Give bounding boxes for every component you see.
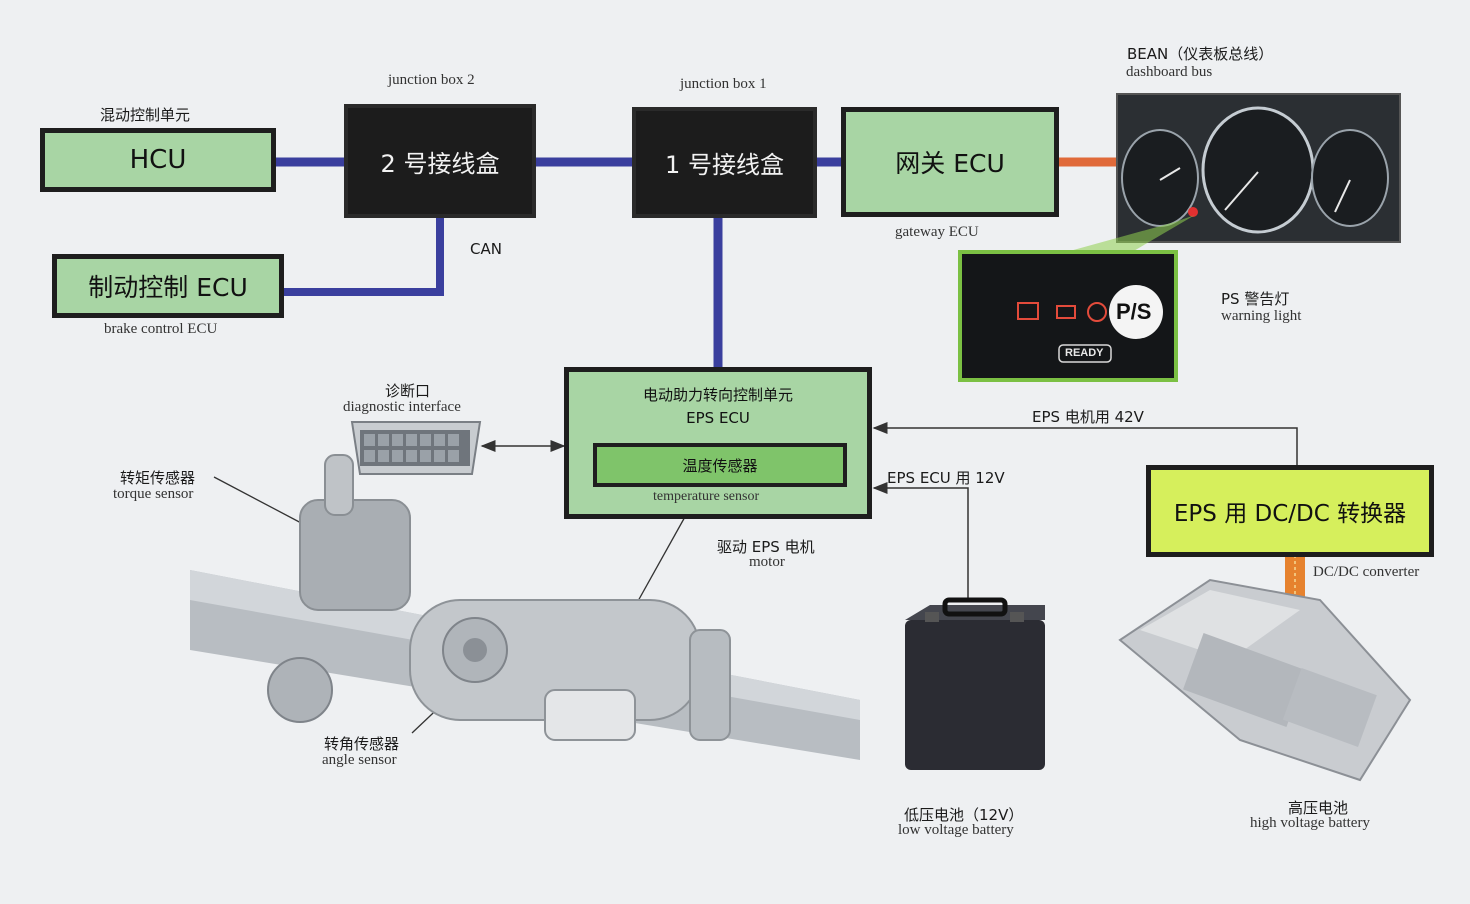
ps-label-en: warning light xyxy=(1221,308,1302,324)
junction-box-2: 2 号接线盒 xyxy=(344,104,536,218)
hv-battery-label-zh: 高压电池 xyxy=(1288,799,1349,817)
torque-label-zh: 转矩传感器 xyxy=(120,469,196,487)
arrow-12v xyxy=(872,482,969,602)
dcdc-converter-label: EPS 用 DC/DC 转换器 xyxy=(1173,501,1407,527)
can-line-j2-brake xyxy=(282,216,444,296)
hcu-box: HCU xyxy=(40,128,276,192)
gateway-ecu-label: 网关 ECU xyxy=(895,149,1005,178)
angle-label-zh: 转角传感器 xyxy=(324,735,400,753)
arrow-42v xyxy=(872,422,1298,467)
lv-battery-label-en: low voltage battery xyxy=(898,822,1014,838)
junction-box-1-label: 1 号接线盒 xyxy=(665,151,784,179)
dashboard-cluster-image xyxy=(1030,93,1401,262)
junction-box-1: 1 号接线盒 xyxy=(632,107,817,218)
diag-connector-image xyxy=(350,421,482,475)
ps-label-zh: PS 警告灯 xyxy=(1221,290,1290,308)
can-label: CAN xyxy=(470,240,502,258)
bean-label-zh: BEAN（仪表板总线） xyxy=(1127,45,1274,63)
diag-label-en: diagnostic interface xyxy=(343,399,461,415)
brake-ecu-box: 制动控制 ECU xyxy=(52,254,284,318)
low-voltage-battery-image xyxy=(905,597,1045,770)
junction1-label-en: junction box 1 xyxy=(680,76,767,92)
eps12-label: EPS ECU 用 12V xyxy=(887,469,1005,487)
eps-ecu-title-zh: 电动助力转向控制单元 xyxy=(642,386,793,404)
junction-box-2-label: 2 号接线盒 xyxy=(380,149,500,178)
hv-battery-label-en: high voltage battery xyxy=(1250,815,1370,831)
junction2-label-en: junction box 2 xyxy=(388,72,475,88)
steering-rack-image xyxy=(190,454,860,760)
brake-label-en: brake control ECU xyxy=(104,321,218,337)
dcdc-converter-box: EPS 用 DC/DC 转换器 xyxy=(1146,465,1434,557)
motor-label-en: motor xyxy=(749,554,785,570)
ps-symbol: P/S xyxy=(1116,299,1152,324)
angle-label-en: angle sensor xyxy=(322,752,397,768)
motor-label-zh: 驱动 EPS 电机 xyxy=(717,538,815,556)
ps-warning-zoom xyxy=(958,250,1178,382)
high-voltage-battery-image xyxy=(1118,578,1412,782)
hcu-label-zh: 混动控制单元 xyxy=(100,106,191,124)
torque-pointer xyxy=(213,476,306,526)
torque-label-en: torque sensor xyxy=(113,486,194,502)
eps42-label: EPS 电机用 42V xyxy=(1032,408,1144,426)
diag-label-zh: 诊断口 xyxy=(385,382,431,400)
temperature-sensor-label: 温度传感器 xyxy=(682,456,758,475)
eps-ecu-title-en: EPS ECU xyxy=(686,409,750,427)
hcu-box-label: HCU xyxy=(129,145,187,175)
brake-ecu-label: 制动控制 ECU xyxy=(88,273,248,302)
bean-label-en: dashboard bus xyxy=(1126,64,1213,80)
gateway-label-en: gateway ECU xyxy=(895,224,979,240)
dcdc-label-en: DC/DC converter xyxy=(1313,564,1420,580)
temp-label-en: temperature sensor xyxy=(653,489,760,504)
temperature-sensor-box: 温度传感器 xyxy=(593,443,847,487)
gateway-ecu-box: 网关 ECU xyxy=(841,107,1059,217)
lv-battery-label-zh: 低压电池（12V） xyxy=(904,806,1024,824)
ready-indicator: READY xyxy=(1065,347,1104,359)
